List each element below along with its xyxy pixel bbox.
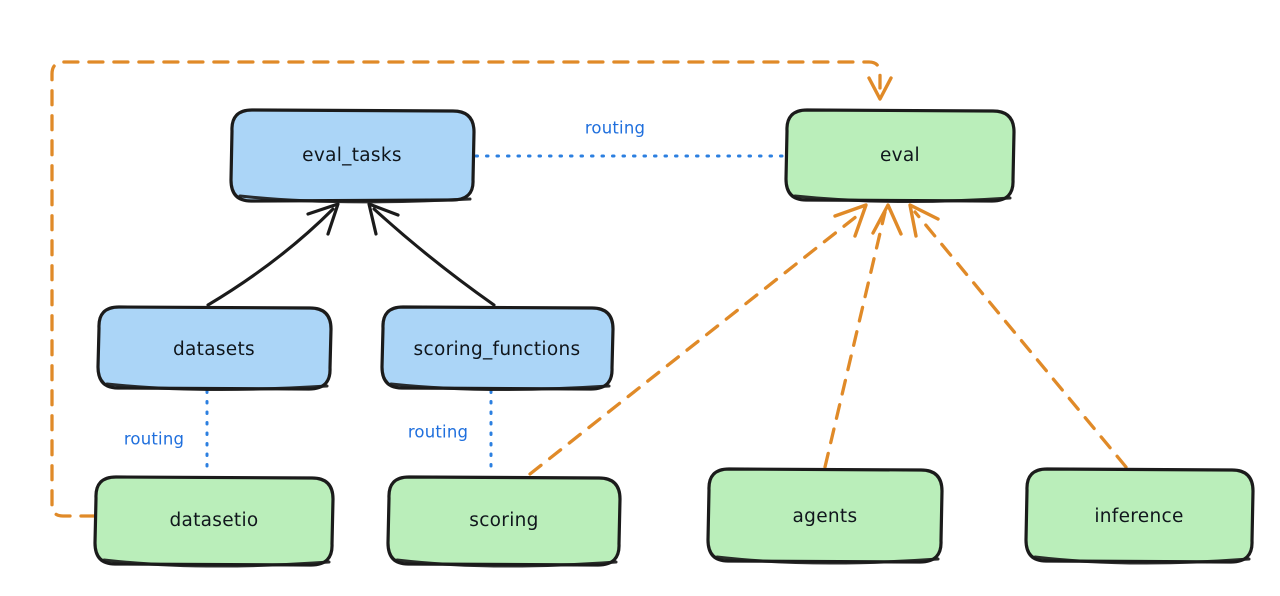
node-label-eval-tasks: eval_tasks: [302, 145, 402, 166]
edge-path-agents-eval: [823, 210, 887, 469]
edge-label-routing-datasets: routing: [124, 430, 184, 449]
node-shape-eval: [784, 108, 1016, 203]
arrowhead-agents-eval: [871, 203, 903, 236]
edge-datasets-to-datasetio: routing: [124, 389, 209, 477]
arrowhead-scoring-functions-eval-tasks: [367, 202, 400, 236]
edge-path-scoring-functions-eval-tasks: [372, 207, 496, 307]
node-label-agents: agents: [793, 506, 858, 527]
edge-path-scoring-eval: [528, 210, 864, 476]
node-label-eval: eval: [880, 145, 920, 166]
node-shadow-agents: [715, 555, 940, 565]
edge-path-inference-eval: [913, 210, 1128, 469]
edge-label-routing-scoring-functions: routing: [408, 423, 468, 442]
node-shape-datasets: [96, 305, 333, 391]
node-shadow-scoring: [395, 558, 618, 568]
node-eval[interactable]: eval: [784, 108, 1016, 204]
node-shape-datasetio: [93, 475, 335, 567]
node-layer: eval_tasks eval datasets scoring_functio…: [93, 108, 1255, 568]
edge-scoring-to-eval: [528, 203, 868, 476]
node-scoring[interactable]: scoring: [386, 475, 622, 568]
node-shadow-datasets: [105, 382, 329, 392]
arrowhead-datasets-eval-tasks: [306, 202, 340, 236]
arrowhead-scoring-eval: [833, 203, 868, 238]
node-label-datasets: datasets: [173, 339, 255, 360]
arrowhead-datasetio-eval: [867, 76, 893, 101]
edge-datasets-to-eval-tasks: [206, 202, 340, 307]
node-inference[interactable]: inference: [1024, 467, 1255, 565]
node-label-scoring-functions: scoring_functions: [414, 339, 581, 360]
node-datasetio[interactable]: datasetio: [93, 475, 335, 568]
node-eval-tasks[interactable]: eval_tasks: [229, 108, 476, 204]
edge-scoring-functions-to-eval-tasks: [367, 202, 496, 307]
node-agents[interactable]: agents: [706, 467, 944, 565]
node-shadow-eval: [793, 194, 1012, 204]
edge-label-routing-eval-tasks: routing: [585, 119, 645, 138]
node-shadow-scoring-functions: [389, 382, 611, 392]
node-shape-inference: [1024, 467, 1255, 564]
edge-layer: routing routing routing: [50, 60, 1128, 518]
edge-datasetio-to-eval: [50, 60, 893, 518]
edge-path-datasets-eval-tasks: [206, 207, 335, 307]
node-shape-scoring-functions: [380, 305, 615, 391]
node-scoring-functions[interactable]: scoring_functions: [380, 305, 615, 392]
node-shape-scoring: [386, 475, 622, 567]
node-label-datasetio: datasetio: [169, 510, 258, 531]
node-label-inference: inference: [1094, 506, 1183, 527]
node-shadow-datasetio: [102, 558, 331, 568]
node-datasets[interactable]: datasets: [96, 305, 333, 392]
edge-agents-to-eval: [823, 203, 903, 469]
node-shadow-eval-tasks: [238, 194, 472, 204]
node-label-scoring: scoring: [469, 510, 538, 531]
edge-eval-tasks-to-eval: routing: [474, 119, 786, 158]
edge-inference-to-eval: [908, 203, 1128, 469]
node-shadow-inference: [1033, 555, 1251, 565]
arrowhead-inference-eval: [908, 203, 940, 238]
edge-scoring-functions-to-scoring: routing: [408, 389, 493, 477]
node-shape-agents: [706, 467, 944, 564]
edge-path-datasetio-eval: [50, 60, 882, 518]
